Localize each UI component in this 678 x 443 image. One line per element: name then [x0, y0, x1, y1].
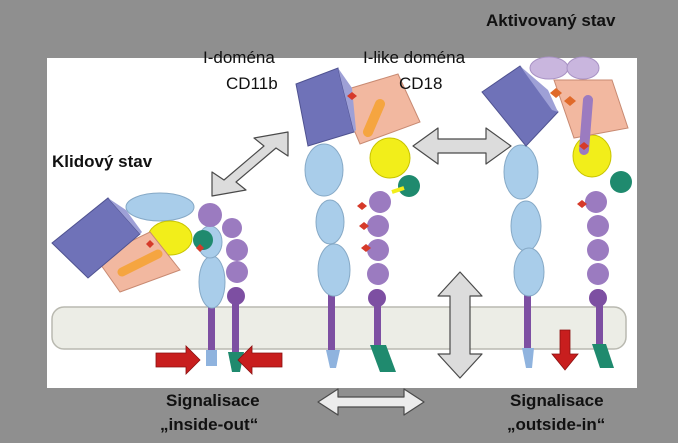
activated-state-label: Aktivovaný stav: [486, 11, 616, 30]
inside-out-arrow-right: [155, 345, 201, 375]
extended-egf-domain: [367, 263, 389, 285]
membrane-arrow-vertical: [437, 271, 483, 379]
signal-left-type: „inside-out“: [160, 415, 259, 434]
outside-in-arrow-down: [551, 329, 579, 371]
signal-right-type: „outside-in“: [507, 415, 606, 434]
ligand: [529, 56, 569, 80]
extended-integrin: [295, 67, 421, 372]
conformation-arrow-diagonal: [211, 131, 289, 197]
signalling-arrow-horizontal: [317, 388, 425, 416]
cd11b-label: CD11b: [226, 74, 278, 93]
signal-left-title: Signalisace: [166, 391, 260, 410]
i-domain-label: I-doména: [203, 48, 275, 67]
resting-integrin: [51, 192, 248, 372]
activated-integrin: [481, 56, 632, 368]
i-like-domain-label: I-like doména: [363, 48, 466, 67]
signal-right-title: Signalisace: [510, 391, 604, 410]
resting-egf-domain: [226, 261, 248, 283]
resting-alpha-tail: [208, 298, 215, 356]
resting-beta-tail: [232, 298, 239, 353]
inside-out-arrow-left: [237, 345, 283, 375]
conformation-arrow-horizontal: [412, 127, 512, 165]
resting-calf-domain: [198, 255, 226, 309]
resting-state-label: Klidový stav: [52, 152, 153, 171]
cell-membrane: [51, 306, 627, 350]
extended-thigh-domain: [304, 143, 344, 197]
cd18-label: CD18: [399, 74, 443, 93]
